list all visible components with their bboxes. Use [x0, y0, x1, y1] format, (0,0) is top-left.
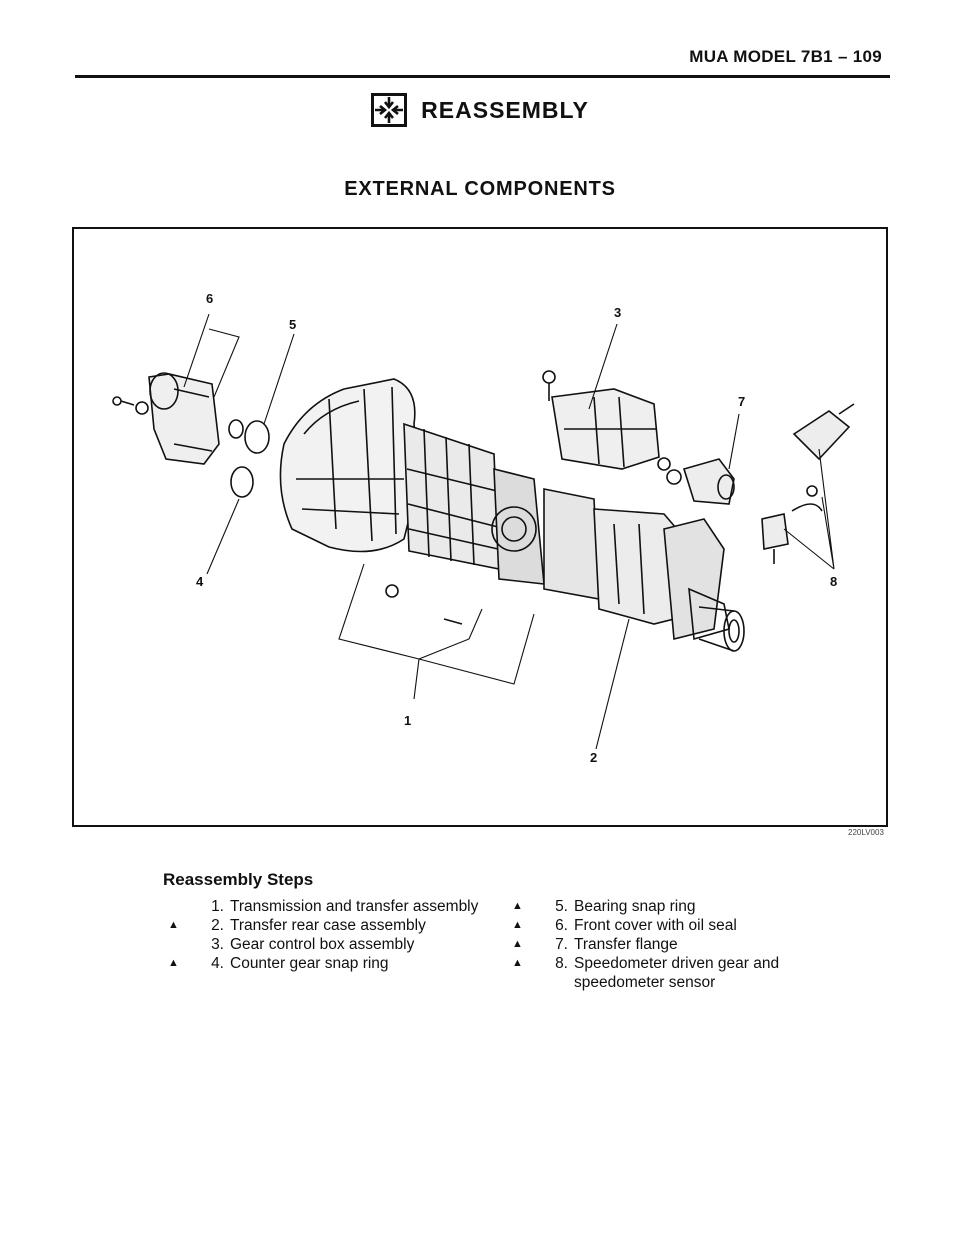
triangle-marker-icon: ▲: [512, 938, 523, 950]
step-item: ▲ 2. Transfer rear case assembly: [168, 916, 498, 935]
callout-2: 2: [590, 750, 597, 765]
step-item: ▲ 8. Speedometer driven gear and speedom…: [512, 954, 842, 992]
reassembly-steps-heading: Reassembly Steps: [163, 870, 314, 889]
step-number: 2.: [211, 917, 224, 934]
step-item: 1. Transmission and transfer assembly: [168, 897, 498, 916]
step-item: ▲ 7. Transfer flange: [512, 935, 842, 954]
gear-control-box: [542, 370, 671, 471]
step-text: Gear control box assembly: [230, 936, 415, 953]
callout-labels: 1 2 3 4 5 6 7 8: [196, 291, 837, 765]
bearing-snap-ring: [244, 420, 270, 454]
step-number: 3.: [211, 936, 224, 953]
step-text: Transfer flange: [574, 936, 678, 953]
step-item: ▲ 6. Front cover with oil seal: [512, 916, 842, 935]
exploded-view-diagram: 1 2 3 4 5 6 7 8: [72, 227, 888, 827]
section-title: REASSEMBLY: [421, 96, 589, 123]
figure-code: 220LV003: [848, 828, 884, 837]
callout-1: 1: [404, 713, 411, 728]
diagram-title: EXTERNAL COMPONENTS: [344, 178, 616, 200]
callout-8: 8: [830, 574, 837, 589]
step-number: 5.: [555, 898, 568, 915]
callout-3: 3: [614, 305, 621, 320]
callout-7: 7: [738, 394, 745, 409]
step-item: ▲ 4. Counter gear snap ring: [168, 954, 498, 973]
triangle-marker-icon: ▲: [512, 957, 523, 969]
steps-column-left: 1. Transmission and transfer assembly ▲ …: [168, 897, 498, 973]
step-item: ▲ 5. Bearing snap ring: [512, 897, 842, 916]
gear-section: [491, 467, 600, 600]
steps-column-right: ▲ 5. Bearing snap ring ▲ 6. Front cover …: [512, 897, 842, 992]
header-rule: [75, 75, 890, 78]
reassembly-arrows-icon: [371, 93, 408, 127]
callout-4: 4: [196, 574, 204, 589]
front-cover: [112, 372, 220, 465]
transfer-flange: [666, 458, 735, 505]
triangle-marker-icon: ▲: [512, 919, 523, 931]
bell-housing: [279, 378, 420, 553]
transmission-illustration: 1 2 3 4 5 6 7 8: [112, 291, 855, 765]
page-header-model: MUA MODEL 7B1 – 109: [689, 47, 882, 66]
step-number: 4.: [211, 955, 224, 972]
step-text: Bearing snap ring: [574, 898, 696, 915]
triangle-marker-icon: ▲: [168, 919, 179, 931]
step-number: 1.: [211, 898, 224, 915]
step-number: 7.: [555, 936, 568, 953]
callout-5: 5: [289, 317, 296, 332]
counter-gear-snap-ring: [230, 466, 254, 498]
step-text: Front cover with oil seal: [574, 917, 737, 934]
speedometer-parts: [761, 403, 855, 564]
triangle-marker-icon: ▲: [512, 900, 523, 912]
step-text: Transmission and transfer assembly: [230, 898, 479, 915]
step-item: 3. Gear control box assembly: [168, 935, 498, 954]
step-number: 6.: [555, 917, 568, 934]
step-text: Speedometer driven gear and speedometer …: [574, 955, 780, 991]
section-heading: REASSEMBLY: [0, 93, 960, 132]
leader-lines: [183, 313, 835, 750]
step-number: 8.: [555, 955, 568, 972]
transfer-rear-case: [663, 518, 745, 652]
callout-6: 6: [206, 291, 213, 306]
triangle-marker-icon: ▲: [168, 957, 179, 969]
step-text: Counter gear snap ring: [230, 955, 389, 972]
transmission-case: [403, 422, 500, 570]
step-text: Transfer rear case assembly: [230, 917, 426, 934]
